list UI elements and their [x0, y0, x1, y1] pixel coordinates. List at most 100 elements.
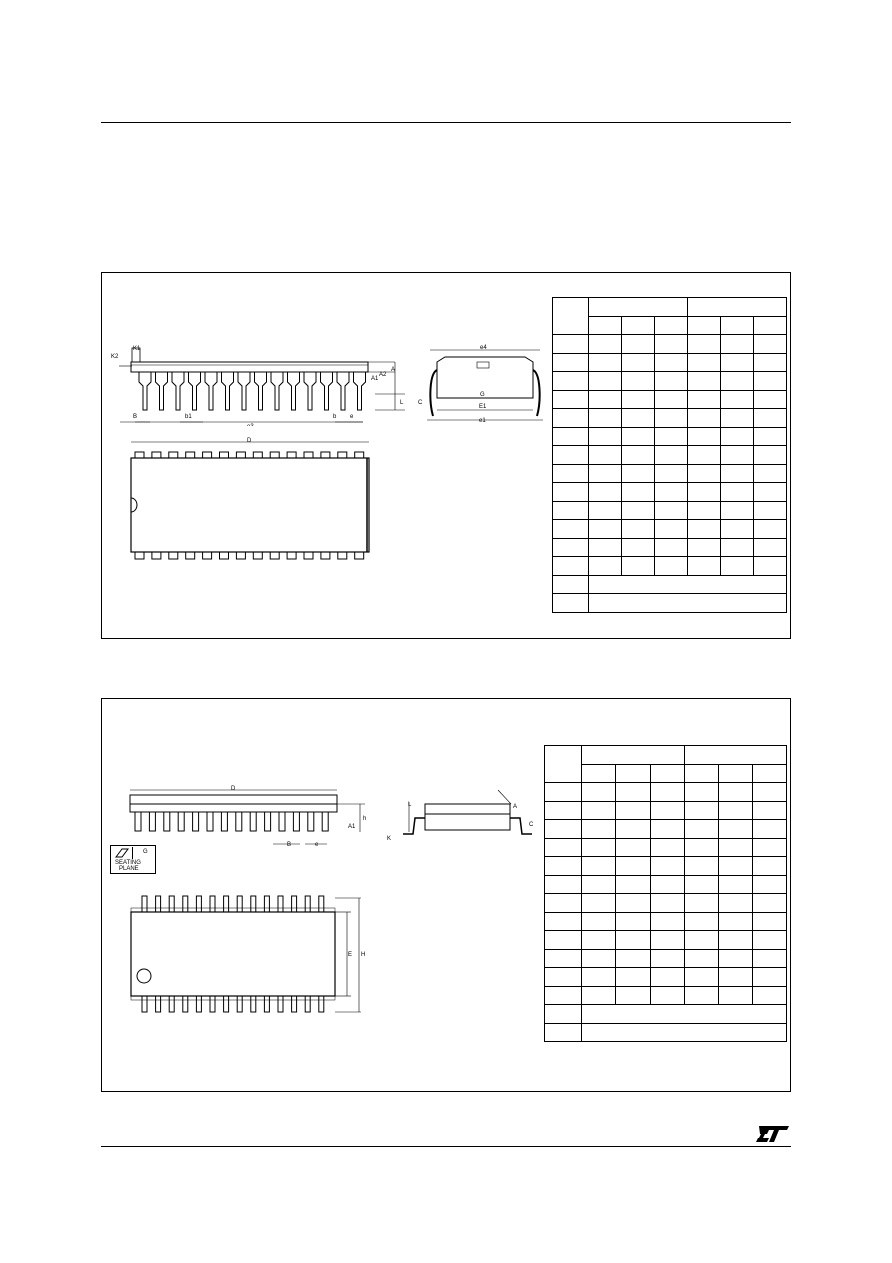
- dip-table-cell: [551, 445, 590, 465]
- dip-k2-label: K2: [111, 354, 119, 360]
- so-side-view: D h A1 B e: [129, 786, 366, 848]
- dip-table-cell: [687, 315, 722, 335]
- so-table-cell: [543, 1004, 583, 1024]
- dip-table-cell: [654, 389, 689, 409]
- dip-table-cell: [551, 500, 590, 520]
- dip-table-row: [551, 426, 787, 446]
- dip-table-row: [551, 371, 787, 391]
- dip-end-view: e4 G E1 e1 C: [418, 345, 543, 424]
- dip-table-cell: [720, 463, 755, 483]
- so-table-cell: [543, 1022, 583, 1042]
- so-table-cell: [581, 1022, 787, 1042]
- so-top-view: E H: [130, 895, 365, 1013]
- so-table-cell: [581, 911, 617, 931]
- dip-top-pin: [286, 451, 297, 459]
- dip-side-lead: [270, 372, 284, 411]
- dip-side-lead: [204, 372, 218, 411]
- dip-top-pin: [134, 451, 145, 459]
- dip-table-cell: [753, 537, 787, 557]
- so-bottom-pin: [155, 995, 162, 1013]
- so-table-cell: [543, 911, 583, 931]
- dip-table-cell: [687, 426, 722, 446]
- so-table-cell: [649, 874, 685, 894]
- so-table-cell: [615, 911, 651, 931]
- dip-table-cell: [687, 463, 722, 483]
- so-table-row: [543, 893, 788, 913]
- so-bottom-pin: [250, 995, 257, 1013]
- dip-table-cell: [654, 371, 689, 391]
- so-b-label: B: [287, 842, 291, 848]
- dip-table-cell: [720, 537, 755, 557]
- dip-table-cell: [654, 463, 689, 483]
- so-table-row: [543, 1004, 787, 1024]
- dip-bottom-pin: [354, 551, 365, 560]
- so-table-cell: [717, 985, 753, 1005]
- so-table-cell: [751, 948, 788, 968]
- so-table-cell: [581, 948, 617, 968]
- so-bottom-pin: [141, 995, 148, 1013]
- so-table-cell: [649, 763, 685, 783]
- dip-table-row: [551, 482, 787, 502]
- dip-b-side-label: B: [133, 414, 137, 420]
- so-table-cell: [751, 930, 788, 950]
- dip-table-cell: [753, 556, 787, 576]
- dip-side-lead: [188, 372, 201, 411]
- so-bottom-pin: [236, 995, 243, 1013]
- dip-table-cell: [654, 556, 689, 576]
- so-side-lead: [134, 811, 142, 832]
- so-table-cell: [543, 948, 583, 968]
- dip-table-row: [551, 537, 787, 557]
- dip-a2-label: A2: [379, 372, 387, 378]
- dip-table-cell: [621, 389, 656, 409]
- dip-table-cell: [720, 352, 755, 372]
- so-table-cell: [543, 930, 583, 950]
- so-side-lead: [264, 811, 272, 832]
- so-top-pin: [304, 895, 311, 913]
- dip-table-cell: [551, 352, 590, 372]
- dip-table-cell: [551, 389, 590, 409]
- dip-table-cell: [654, 352, 689, 372]
- dip-side-lead: [138, 372, 152, 411]
- dip-l-label: L: [400, 400, 404, 406]
- dip-side-lead: [303, 372, 317, 411]
- so-table-cell: [581, 856, 617, 876]
- dip-side-lead: [237, 372, 251, 411]
- dip-table-cell: [588, 556, 623, 576]
- dip-table-cell: [687, 500, 722, 520]
- seating-text-1: SEATING: [115, 860, 141, 866]
- so-table-cell: [649, 819, 685, 839]
- dip-d-label: D: [247, 438, 252, 444]
- so-table-cell: [683, 985, 719, 1005]
- so-side-lead: [292, 811, 300, 832]
- so-table-row: [543, 800, 788, 820]
- dip-table-cell: [687, 519, 722, 539]
- so-table-cell: [543, 800, 583, 820]
- so-table-cell: [683, 745, 788, 765]
- dip-table-cell: [621, 482, 656, 502]
- dip-g-label: G: [480, 392, 485, 398]
- so-table-cell: [751, 819, 788, 839]
- dip-table-cell: [621, 519, 656, 539]
- dip-top-pin: [202, 451, 213, 459]
- so-side-lead: [220, 811, 228, 832]
- dip-side-lead: [336, 372, 350, 411]
- so-table-cell: [649, 782, 685, 802]
- so-table-cell: [751, 782, 788, 802]
- so-bottom-pin: [195, 995, 202, 1013]
- dip-table-cell: [720, 482, 755, 502]
- dip-table-cell: [753, 408, 787, 428]
- dip-table-cell: [720, 408, 755, 428]
- dip-table-cell: [621, 334, 656, 354]
- so-table-cell: [683, 967, 719, 987]
- dip-a-label: A: [391, 367, 395, 373]
- dip-table-cell: [588, 593, 787, 613]
- footer-rule: [101, 1146, 791, 1147]
- dip-bottom-pin: [337, 551, 348, 560]
- dip-table-cell: [551, 371, 590, 391]
- dip-table-cell: [654, 408, 689, 428]
- dip-top-view: D: [130, 438, 370, 560]
- so-table-cell: [649, 930, 685, 950]
- so-table-cell: [751, 985, 788, 1005]
- dip-table-cell: [720, 389, 755, 409]
- so-table-cell: [751, 856, 788, 876]
